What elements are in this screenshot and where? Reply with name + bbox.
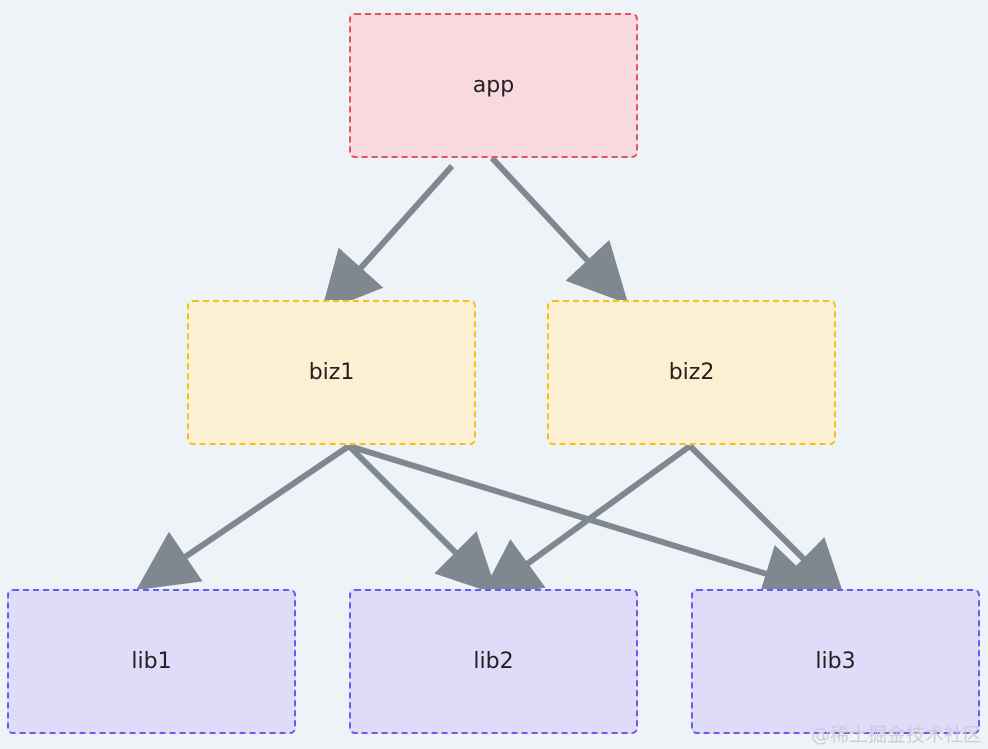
node-lib2-label: lib2 bbox=[473, 649, 514, 674]
edge-biz2-lib3 bbox=[687, 443, 846, 601]
node-biz2-label: biz2 bbox=[668, 360, 715, 385]
edge-biz2-lib2 bbox=[479, 443, 692, 599]
node-biz1-label: biz1 bbox=[308, 360, 355, 385]
edge-biz1-lib2 bbox=[346, 443, 498, 595]
edge-app-biz2 bbox=[489, 155, 629, 305]
node-lib1-label: lib1 bbox=[131, 649, 172, 674]
watermark: @稀土掘金技术社区 bbox=[810, 724, 982, 746]
node-lib3: lib3 bbox=[691, 589, 980, 734]
edge-app-biz1 bbox=[320, 163, 455, 313]
node-app-label: app bbox=[472, 73, 515, 98]
node-lib2: lib2 bbox=[349, 589, 638, 734]
edge-biz1-lib3 bbox=[348, 443, 824, 603]
node-lib3-label: lib3 bbox=[815, 649, 856, 674]
node-biz1: biz1 bbox=[187, 300, 476, 445]
node-biz2: biz2 bbox=[547, 300, 836, 445]
node-lib1: lib1 bbox=[7, 589, 296, 734]
node-app: app bbox=[349, 13, 638, 158]
edge-biz1-lib1 bbox=[136, 443, 351, 591]
